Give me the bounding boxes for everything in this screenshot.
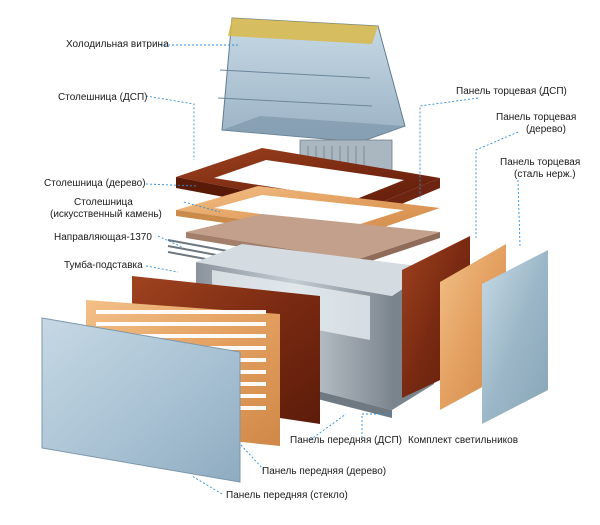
label-end-wood-2: (дерево) [526,124,566,135]
label-top-stone-2: (искусственный камень) [50,209,162,220]
label-end-wood-1: Панель торцевая [496,112,577,123]
label-end-steel-1: Панель торцевая [500,157,581,168]
end-panel-steel [482,250,548,424]
label-top-dsp: Столешница (ДСП) [58,92,148,103]
label-stand: Тумба-подставка [64,260,143,271]
label-end-dsp: Панель торцевая (ДСП) [456,86,567,97]
label-front-glass: Панель передняя (стекло) [226,490,348,501]
label-guide-rail: Направляющая-1370 [54,232,152,243]
label-end-steel-2: (сталь нерж.) [514,169,576,180]
leader-lines [145,44,521,495]
label-top-wood: Столешница (дерево) [44,178,146,189]
label-front-dsp: Панель передняя (ДСП) [290,435,403,446]
front-panel-glass [41,317,241,483]
label-top-stone-1: Столешница [74,197,133,208]
label-front-wood: Панель передняя (дерево) [262,466,387,477]
label-display-case: Холодильная витрина [66,39,169,50]
label-lights: Комплект светильников [408,435,519,446]
